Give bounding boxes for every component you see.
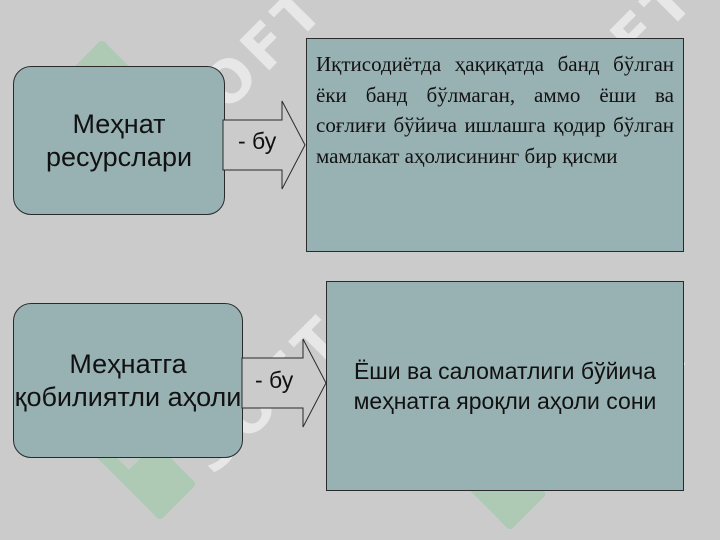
arrow-right-icon: [241, 338, 327, 428]
definition-text: Иқтисодиётда ҳақиқатда банд бўлган ёки б…: [316, 52, 674, 168]
term-label: Меҳнатга қобилиятли аҳоли: [14, 348, 242, 412]
term-label: Меҳнат ресурслари: [45, 108, 193, 172]
connector-label: - бу: [255, 367, 294, 393]
term-box-labor-resources: Меҳнат ресурслари: [13, 66, 225, 215]
term-box-able-bodied-population: Меҳнатга қобилиятли аҳоли: [13, 303, 243, 458]
definition-box-labor-resources: Иқтисодиётда ҳақиқатда банд бўлган ёки б…: [306, 38, 684, 252]
arrow-right-icon: [222, 100, 306, 190]
definition-box-able-bodied-population: Ёши ва саломатлиги бўйича меҳнатга яроқл…: [326, 281, 684, 491]
definition-text: Ёши ва саломатлиги бўйича меҳнатга яроқл…: [353, 358, 657, 414]
connector-label: - бу: [238, 128, 277, 154]
